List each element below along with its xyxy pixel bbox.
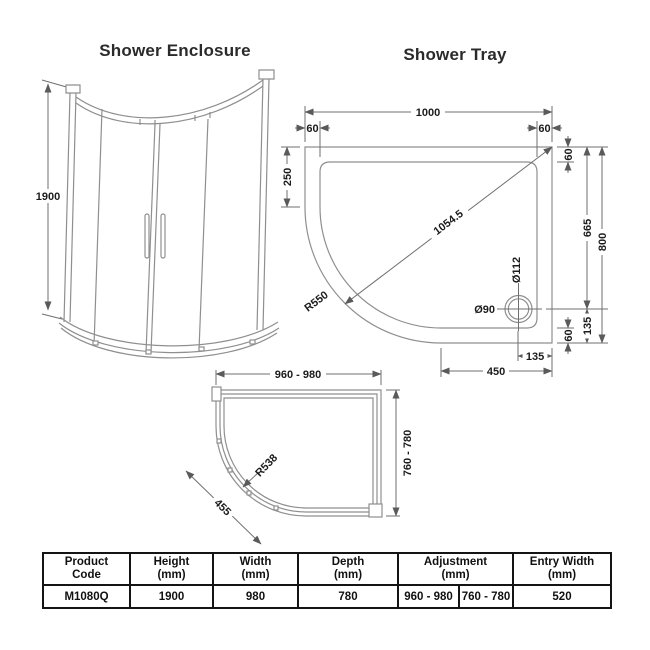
- dim-tray-depth: 800: [596, 229, 609, 255]
- enclosure-height-dimension: 1900: [35, 79, 71, 320]
- enclosure-title: Shower Enclosure: [99, 41, 251, 60]
- spec-header-row: Product Code Height (mm) Width (mm) Dept…: [42, 552, 612, 586]
- value-height: 1900: [129, 584, 214, 609]
- value-entry-width: 520: [512, 584, 612, 609]
- svg-text:135: 135: [526, 351, 544, 363]
- svg-text:60: 60: [563, 148, 575, 160]
- header-height: Height (mm): [129, 552, 214, 586]
- dim-tray-radius: R550: [302, 289, 330, 314]
- header-product-code: Product Code: [42, 552, 131, 586]
- dim-side-straight: 250: [281, 164, 294, 190]
- dim-rim-right: 60: [538, 123, 550, 135]
- value-depth: 780: [297, 584, 399, 609]
- enclosure-drawing: 1900: [35, 69, 280, 359]
- door-handle-left: [144, 213, 150, 259]
- dim-tray-width: 1000: [411, 105, 445, 119]
- dim-waste-flange: Ø112: [511, 257, 523, 283]
- header-entry-width: Entry Width (mm): [512, 552, 612, 586]
- header-depth: Depth (mm): [297, 552, 399, 586]
- dim-enclosure-height: 1900: [36, 191, 60, 203]
- header-adjustment: Adjustment (mm): [397, 552, 514, 586]
- tray-title: Shower Tray: [403, 45, 507, 64]
- footprint-drawing: 960 - 980 760 - 780 455 R538: [185, 367, 414, 545]
- dim-waste: Ø90: [474, 304, 495, 316]
- dim-footprint-depth: 760 - 780: [402, 430, 414, 476]
- svg-text:Ø112: Ø112: [511, 257, 523, 283]
- svg-text:135: 135: [582, 317, 594, 335]
- dim-waste-edge-v: 135: [581, 313, 594, 339]
- svg-text:250: 250: [282, 168, 294, 186]
- spec-value-row: M1080Q 1900 980 780 960 - 980 760 - 780 …: [42, 584, 612, 609]
- tray-drawing: 1054.5 R550 Ø112 Ø90 1000: [281, 105, 609, 378]
- dim-rim-left: 60: [306, 123, 318, 135]
- svg-text:760 - 780: 760 - 780: [402, 430, 414, 476]
- dim-waste-offset: 665: [581, 215, 594, 241]
- svg-text:60: 60: [563, 329, 575, 341]
- wall-profile-bottom: [368, 503, 383, 518]
- dim-tray-diagonal: 1054.5: [425, 202, 471, 242]
- svg-text:960 - 980: 960 - 980: [275, 369, 321, 381]
- dim-rim-top-right: 60: [563, 148, 575, 160]
- svg-text:800: 800: [597, 233, 609, 251]
- svg-text:1000: 1000: [416, 107, 440, 119]
- door-handle-right: [160, 213, 166, 259]
- dim-rim-bottom-right: 60: [563, 329, 575, 341]
- wall-profile-top: [211, 386, 222, 402]
- svg-text:R538: R538: [253, 452, 280, 479]
- spec-table: Product Code Height (mm) Width (mm) Dept…: [42, 552, 612, 609]
- dim-footprint-radius: R538: [253, 452, 280, 479]
- dim-bottom-straight: 450: [483, 365, 509, 378]
- svg-text:450: 450: [487, 366, 505, 378]
- value-adjustment-width: 960 - 980: [397, 584, 460, 609]
- value-width: 980: [212, 584, 299, 609]
- value-product-code: M1080Q: [42, 584, 131, 609]
- waste-drain: Ø112 Ø90: [474, 257, 542, 331]
- svg-text:665: 665: [582, 219, 594, 237]
- dim-footprint-width: 960 - 980: [270, 367, 326, 381]
- value-adjustment-depth: 760 - 780: [458, 584, 514, 609]
- dim-waste-edge-h: 135: [522, 350, 548, 363]
- svg-text:R550: R550: [302, 289, 330, 314]
- header-width: Width (mm): [212, 552, 299, 586]
